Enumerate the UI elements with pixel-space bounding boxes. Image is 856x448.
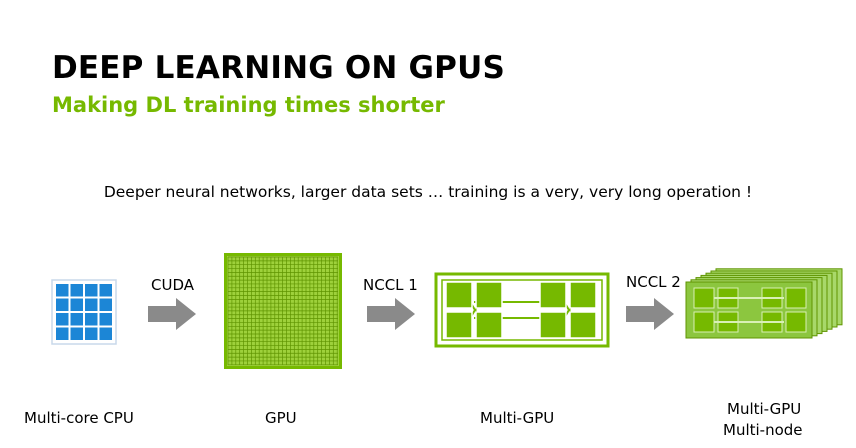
stage-label-multicore-cpu: Multi-core CPU bbox=[24, 409, 134, 427]
transition-label-nccl1: NCCL 1 bbox=[363, 276, 418, 294]
stage-label-multi-gpu: Multi-GPU bbox=[480, 409, 555, 427]
stage-label-multi-node-line2: Multi-node bbox=[723, 421, 803, 439]
arrow-right-icon bbox=[367, 298, 415, 330]
arrow-right-icon bbox=[626, 298, 674, 330]
tagline-text: Deeper neural networks, larger data sets… bbox=[103, 183, 753, 201]
multi-node-stack-icon bbox=[685, 268, 843, 339]
stage-label-gpu: GPU bbox=[265, 409, 297, 427]
cpu-grid-icon bbox=[51, 279, 117, 345]
arrow-right-icon bbox=[148, 298, 196, 330]
transition-label-nccl2: NCCL 2 bbox=[626, 273, 681, 291]
transition-label-cuda: CUDA bbox=[151, 276, 195, 294]
page-subtitle: Making DL training times shorter bbox=[52, 93, 445, 117]
multi-gpu-board-icon bbox=[434, 272, 610, 348]
gpu-chip-icon bbox=[224, 253, 342, 369]
stage-label-multi-node-line1: Multi-GPU bbox=[727, 400, 802, 418]
page-title: DEEP LEARNING ON GPUS bbox=[52, 50, 506, 86]
